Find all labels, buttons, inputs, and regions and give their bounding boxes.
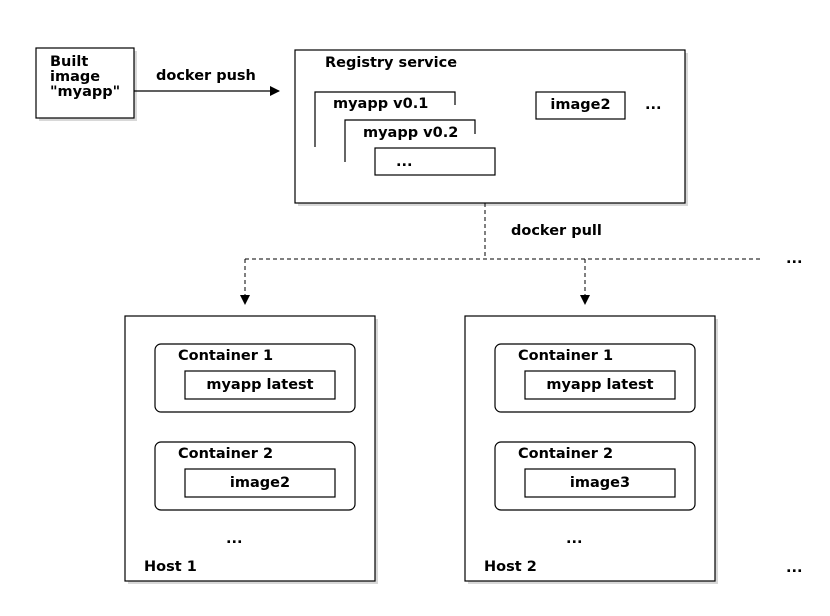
- host-2-container-2-image: image3: [569, 475, 631, 491]
- built-image-box: [35, 47, 135, 119]
- host-2-container-1-image-box: [524, 370, 676, 400]
- registry-more-images: ...: [645, 97, 662, 113]
- host-1-more-containers: ...: [226, 531, 243, 547]
- registry-image-v01-box: [314, 91, 456, 147]
- host-2-container-1-image: myapp latest: [546, 377, 654, 393]
- host-1-container-2-image: image2: [229, 475, 291, 491]
- registry-title: Registry service: [325, 55, 458, 71]
- registry-image2: image2: [550, 97, 611, 113]
- registry-image-more-box: [374, 147, 496, 176]
- more-hosts-top: ...: [786, 251, 803, 267]
- host-2-label: Host 2: [484, 559, 537, 575]
- registry-image-v02-box: [344, 119, 476, 162]
- host-1-container-2-image-box: [184, 468, 336, 498]
- host-2-container-2-label: Container 2: [518, 446, 614, 462]
- host-2-more-containers: ...: [566, 531, 583, 547]
- registry-image-v01: myapp v0.1: [333, 96, 429, 112]
- host-2-container-1-label: Container 1: [518, 348, 614, 364]
- host-1-container-1-image-box: [184, 370, 336, 400]
- registry-image-more: ...: [396, 154, 413, 170]
- registry-image-v02: myapp v0.2: [363, 125, 459, 141]
- host-1-label: Host 1: [144, 559, 197, 575]
- more-hosts-bottom: ...: [786, 560, 803, 576]
- host-1-container-2-label: Container 2: [178, 446, 274, 462]
- built-image-label: Built image "myapp": [50, 54, 121, 100]
- host-1-container-1-image: myapp latest: [206, 377, 314, 393]
- host-2-container-2-image-box: [524, 468, 676, 498]
- registry-image2-box: [535, 91, 626, 120]
- docker-pull-label: docker pull: [511, 223, 602, 239]
- registry-box: [294, 49, 686, 204]
- docker-push-label: docker push: [156, 68, 256, 84]
- host-1-container-1-label: Container 1: [178, 348, 274, 364]
